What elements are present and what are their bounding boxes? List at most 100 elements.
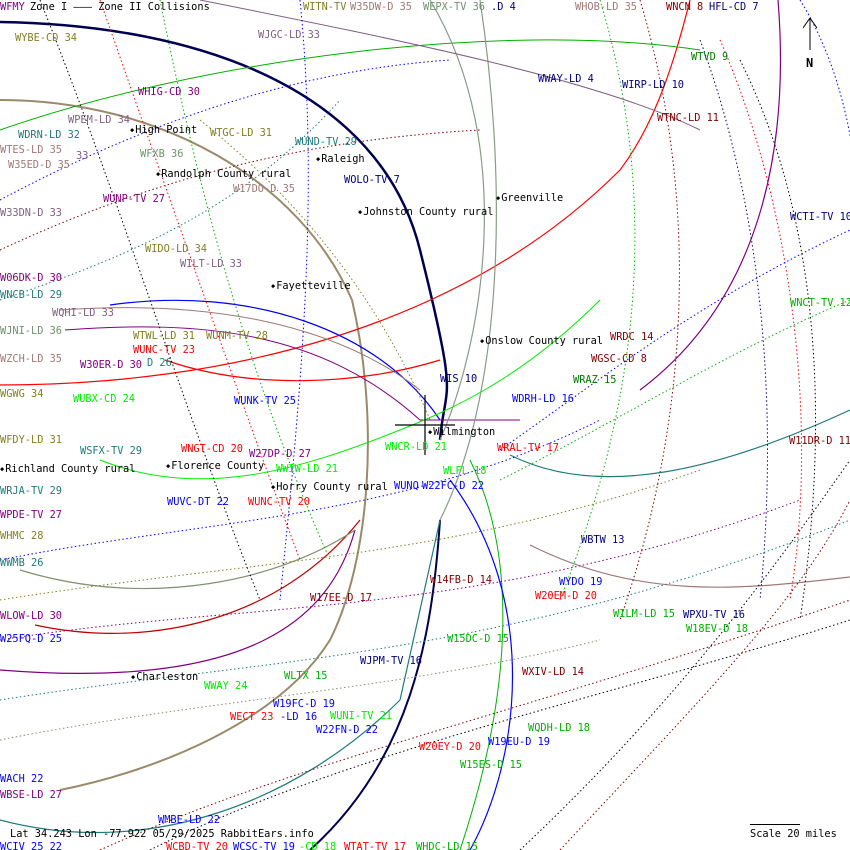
station-label[interactable]: WITN-TV xyxy=(303,1,347,13)
station-label[interactable]: WECT 23 xyxy=(230,711,274,723)
station-label[interactable]: WZCH-LD 35 xyxy=(0,353,62,365)
station-label[interactable]: WGWG 34 xyxy=(0,388,44,400)
station-label[interactable]: W35ED-D 35 xyxy=(8,159,70,171)
station-label[interactable]: WHOB-LD 35 xyxy=(575,1,637,13)
station-label[interactable]: WNCN 8 xyxy=(666,1,704,13)
station-label[interactable]: WPXU-TV 16 xyxy=(683,609,745,621)
station-label[interactable]: W15DC-D 15 xyxy=(447,633,509,645)
station-label[interactable]: WBSE-LD 27 xyxy=(0,789,62,801)
station-label[interactable]: WSFX-TV 29 xyxy=(80,445,142,457)
station-label[interactable]: WDRN-LD 32 xyxy=(18,129,80,141)
station-label[interactable]: WILT-LD 33 xyxy=(180,258,242,270)
station-label[interactable]: W17DO-D 35 xyxy=(233,183,295,195)
station-label[interactable]: WBTW 13 xyxy=(581,534,625,546)
station-label[interactable]: WWAY-LD 4 xyxy=(538,73,594,85)
station-label[interactable]: WNGT-CD 20 xyxy=(181,443,243,455)
station-label[interactable]: WNCT-TV 12 xyxy=(790,297,850,309)
city-label[interactable]: Randolph County rural xyxy=(156,168,291,180)
station-label[interactable]: -LD 16 xyxy=(280,711,318,723)
station-label[interactable]: WIS 10 xyxy=(440,373,478,385)
station-label[interactable]: WTNC-LD 11 xyxy=(657,112,719,124)
station-label[interactable]: -CD 18 xyxy=(299,841,337,850)
station-label[interactable]: D 26 xyxy=(147,357,172,369)
station-label[interactable]: WYBE-CD 34 xyxy=(15,32,77,44)
station-label[interactable]: W30ER-D 30 xyxy=(80,359,142,371)
station-label[interactable]: WUNC-TV 20 xyxy=(248,496,310,508)
station-label[interactable]: W20EY-D 20 xyxy=(419,741,481,753)
station-label[interactable]: W14FB-D 14 xyxy=(430,574,492,586)
station-label[interactable]: WRAZ 15 xyxy=(573,374,617,386)
station-label[interactable]: WIDO-LD 34 xyxy=(145,243,207,255)
station-label[interactable]: WPDE-TV 27 xyxy=(0,509,62,521)
city-label[interactable]: Onslow County rural xyxy=(480,335,603,347)
station-label[interactable]: WEPX-TV 36 xyxy=(423,1,485,13)
station-label[interactable]: W18EV-D 18 xyxy=(686,623,748,635)
station-label[interactable]: WCIV 25 22 xyxy=(0,841,62,850)
station-label[interactable]: WUBX-CD 24 xyxy=(73,393,135,405)
station-label[interactable]: W33DN-D 33 xyxy=(0,207,62,219)
city-label[interactable]: Greenville xyxy=(496,192,563,204)
station-label[interactable]: WXIV-LD 14 xyxy=(522,666,584,678)
station-label[interactable]: WUNK-TV 25 xyxy=(234,395,296,407)
station-label[interactable]: WPEM-LD 34 xyxy=(68,114,130,126)
station-label[interactable]: WQDH-LD 18 xyxy=(528,722,590,734)
station-label[interactable]: W27DP-D 27 xyxy=(249,448,311,460)
station-label[interactable]: 33 xyxy=(76,150,89,162)
station-label[interactable]: WLFL 18 xyxy=(443,465,487,477)
station-label[interactable]: WMBE-LD 22 xyxy=(158,814,220,826)
city-label[interactable]: Richland County rural xyxy=(0,463,135,475)
station-label[interactable]: WUNQ xyxy=(394,480,419,492)
station-label[interactable]: WLTX 15 xyxy=(284,670,328,682)
station-label[interactable]: WFMY xyxy=(0,1,25,13)
station-label[interactable]: WNCR-LD 21 xyxy=(385,441,447,453)
station-label[interactable]: W19EU-D 19 xyxy=(488,736,550,748)
station-label[interactable]: WHMC 28 xyxy=(0,530,44,542)
station-label[interactable]: WDRH-LD 16 xyxy=(512,393,574,405)
city-label[interactable]: Raleigh xyxy=(316,153,364,165)
station-label[interactable]: WJGC-LD 33 xyxy=(258,29,320,41)
city-label[interactable]: Charleston xyxy=(131,671,198,683)
station-label[interactable]: W17EE-D 17 xyxy=(310,592,372,604)
station-label[interactable]: WTVD 9 xyxy=(691,51,729,63)
station-label[interactable]: HFL-CD 7 xyxy=(709,1,759,13)
station-label[interactable]: W22FN-D 22 xyxy=(316,724,378,736)
station-label[interactable]: WACH 22 xyxy=(0,773,44,785)
station-label[interactable]: WRJA-TV 29 xyxy=(0,485,62,497)
station-label[interactable]: WOLO-TV 7 xyxy=(344,174,400,186)
station-label[interactable]: WTGC-LD 31 xyxy=(210,127,272,139)
station-label[interactable]: WTAT-TV 17 xyxy=(344,841,406,850)
station-label[interactable]: WJNI-LD 36 xyxy=(0,325,62,337)
station-label[interactable]: W06DK-D 30 xyxy=(0,272,62,284)
city-label[interactable]: Horry County rural xyxy=(271,481,388,493)
station-label[interactable]: WCBD-TV 20 xyxy=(166,841,228,850)
station-label[interactable]: WFDY-LD 31 xyxy=(0,434,62,446)
station-label[interactable]: WYDO 19 xyxy=(559,576,603,588)
station-label[interactable]: WUVC-DT 22 xyxy=(167,496,229,508)
station-label[interactable]: WJPM-TV 16 xyxy=(360,655,422,667)
station-label[interactable]: WUNP-TV 27 xyxy=(103,193,165,205)
station-label[interactable]: WQHI-LD 33 xyxy=(52,307,114,319)
city-label[interactable]: Fayetteville xyxy=(271,280,350,292)
city-label[interactable]: Johnston County rural xyxy=(358,206,493,218)
station-label[interactable]: WRDC 14 xyxy=(610,331,654,343)
station-label[interactable]: WHIG-CD 30 xyxy=(138,86,200,98)
station-label[interactable]: WNCB-LD 29 xyxy=(0,289,62,301)
station-label[interactable]: WHDC-LD 15 xyxy=(416,841,478,850)
station-label[interactable]: W20EM-D 20 xyxy=(535,590,597,602)
station-label[interactable]: WWMB 26 xyxy=(0,557,44,569)
station-label[interactable]: W19FC-D 19 xyxy=(273,698,335,710)
station-label[interactable]: W35DW-D 35 xyxy=(350,1,412,13)
city-label[interactable]: Wilmington xyxy=(428,426,495,438)
station-label[interactable]: WUND-TV 29 xyxy=(295,136,357,148)
station-label[interactable]: WFXB 36 xyxy=(140,148,184,160)
station-label[interactable]: WIRP-LD 10 xyxy=(622,79,684,91)
station-label[interactable]: WWIW-LD 21 xyxy=(276,463,338,475)
station-label[interactable]: WUNM-TV 28 xyxy=(206,330,268,342)
station-label[interactable]: WLOW-LD 30 xyxy=(0,610,62,622)
station-label[interactable]: W11DR-D 11 xyxy=(789,435,850,447)
city-label[interactable]: High Point xyxy=(130,124,197,136)
station-label[interactable]: WUNI-TV 21 xyxy=(330,710,392,722)
station-label[interactable]: W25FQ-D 25 xyxy=(0,633,62,645)
station-label[interactable]: .D 4 xyxy=(491,1,516,13)
